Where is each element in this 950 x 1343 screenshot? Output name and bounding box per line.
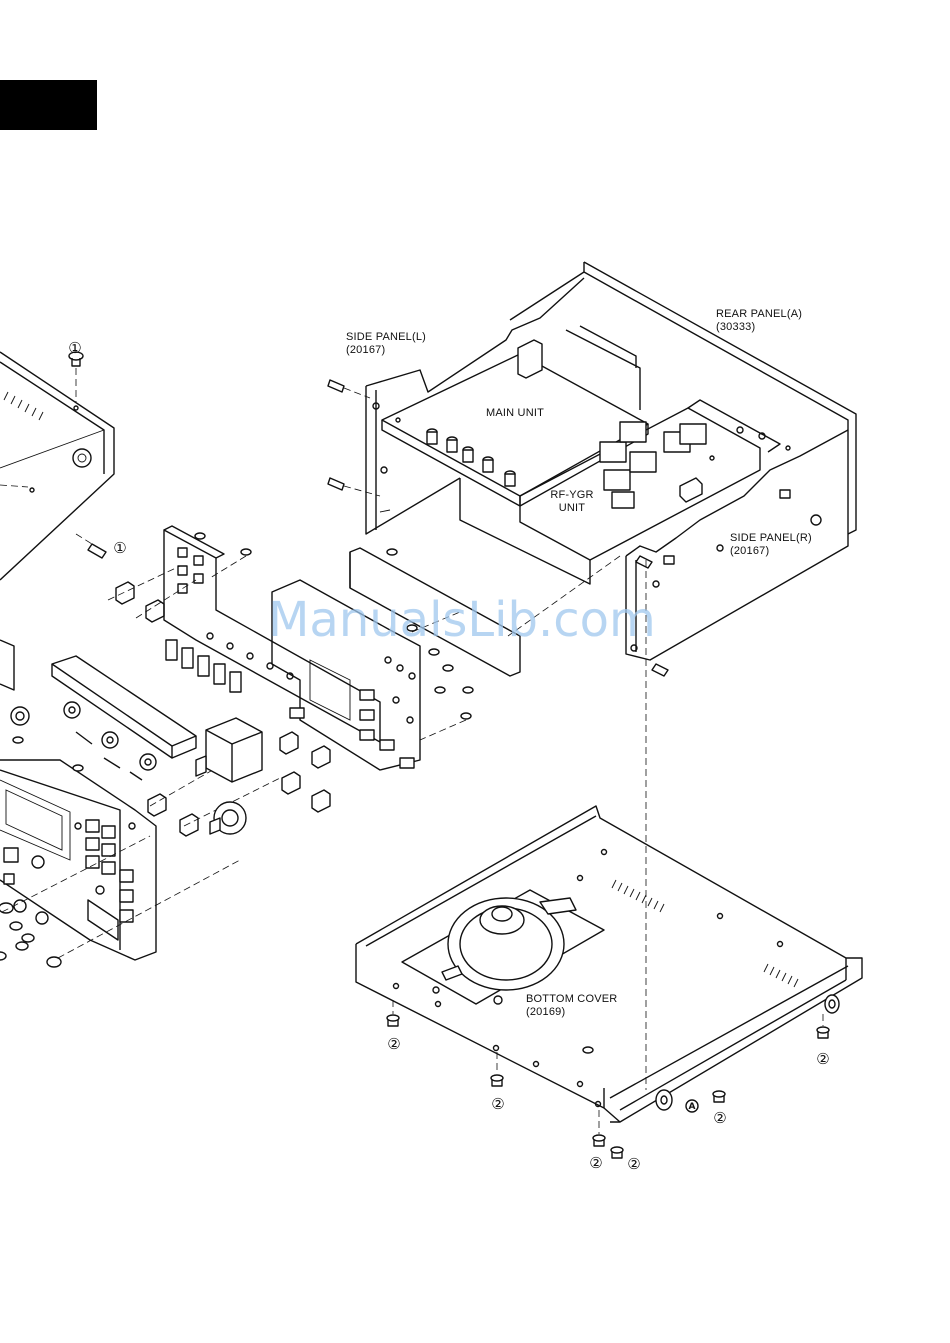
- screw-1-right: [76, 534, 106, 558]
- label-side-panel-l-code: (20167): [346, 344, 385, 356]
- label-bottom-cover-code: (20169): [526, 1006, 565, 1018]
- screw-1-top: [69, 352, 83, 402]
- callout-2-f: ②: [816, 1050, 829, 1068]
- callout-1-top: ①: [68, 339, 81, 357]
- label-rear-panel-a-code: (30333): [716, 321, 755, 333]
- callout-2-d: ②: [627, 1155, 640, 1173]
- callout-2-e: ②: [713, 1109, 726, 1127]
- display-pcb: [272, 548, 520, 770]
- label-bottom-cover: BOTTOM COVER: [526, 993, 617, 1005]
- callout-1-right: ①: [113, 539, 126, 557]
- label-rf-ygr: RF-YGR: [550, 489, 593, 501]
- top-cover: [0, 352, 114, 580]
- page-tab-marker: [0, 80, 97, 130]
- connector-board: [0, 640, 196, 780]
- watermark: ManualsLib.com: [268, 592, 656, 648]
- callout-2-c: ②: [589, 1154, 602, 1172]
- front-panel-assembly: [0, 760, 156, 967]
- label-main-unit: MAIN UNIT: [486, 407, 544, 419]
- tuning-encoder: [196, 718, 262, 834]
- callout-2-b: ②: [491, 1095, 504, 1113]
- callout-2-a: ②: [387, 1035, 400, 1053]
- bottom-cover: [356, 806, 862, 1122]
- label-rear-panel-a: REAR PANEL(A): [716, 308, 802, 320]
- label-rf-ygr-unit: UNIT: [559, 502, 586, 514]
- label-side-panel-r: SIDE PANEL(R): [730, 532, 812, 544]
- label-side-panel-l: SIDE PANEL(L): [346, 331, 426, 343]
- callout-a: A: [689, 1102, 696, 1112]
- label-side-panel-r-code: (20167): [730, 545, 769, 557]
